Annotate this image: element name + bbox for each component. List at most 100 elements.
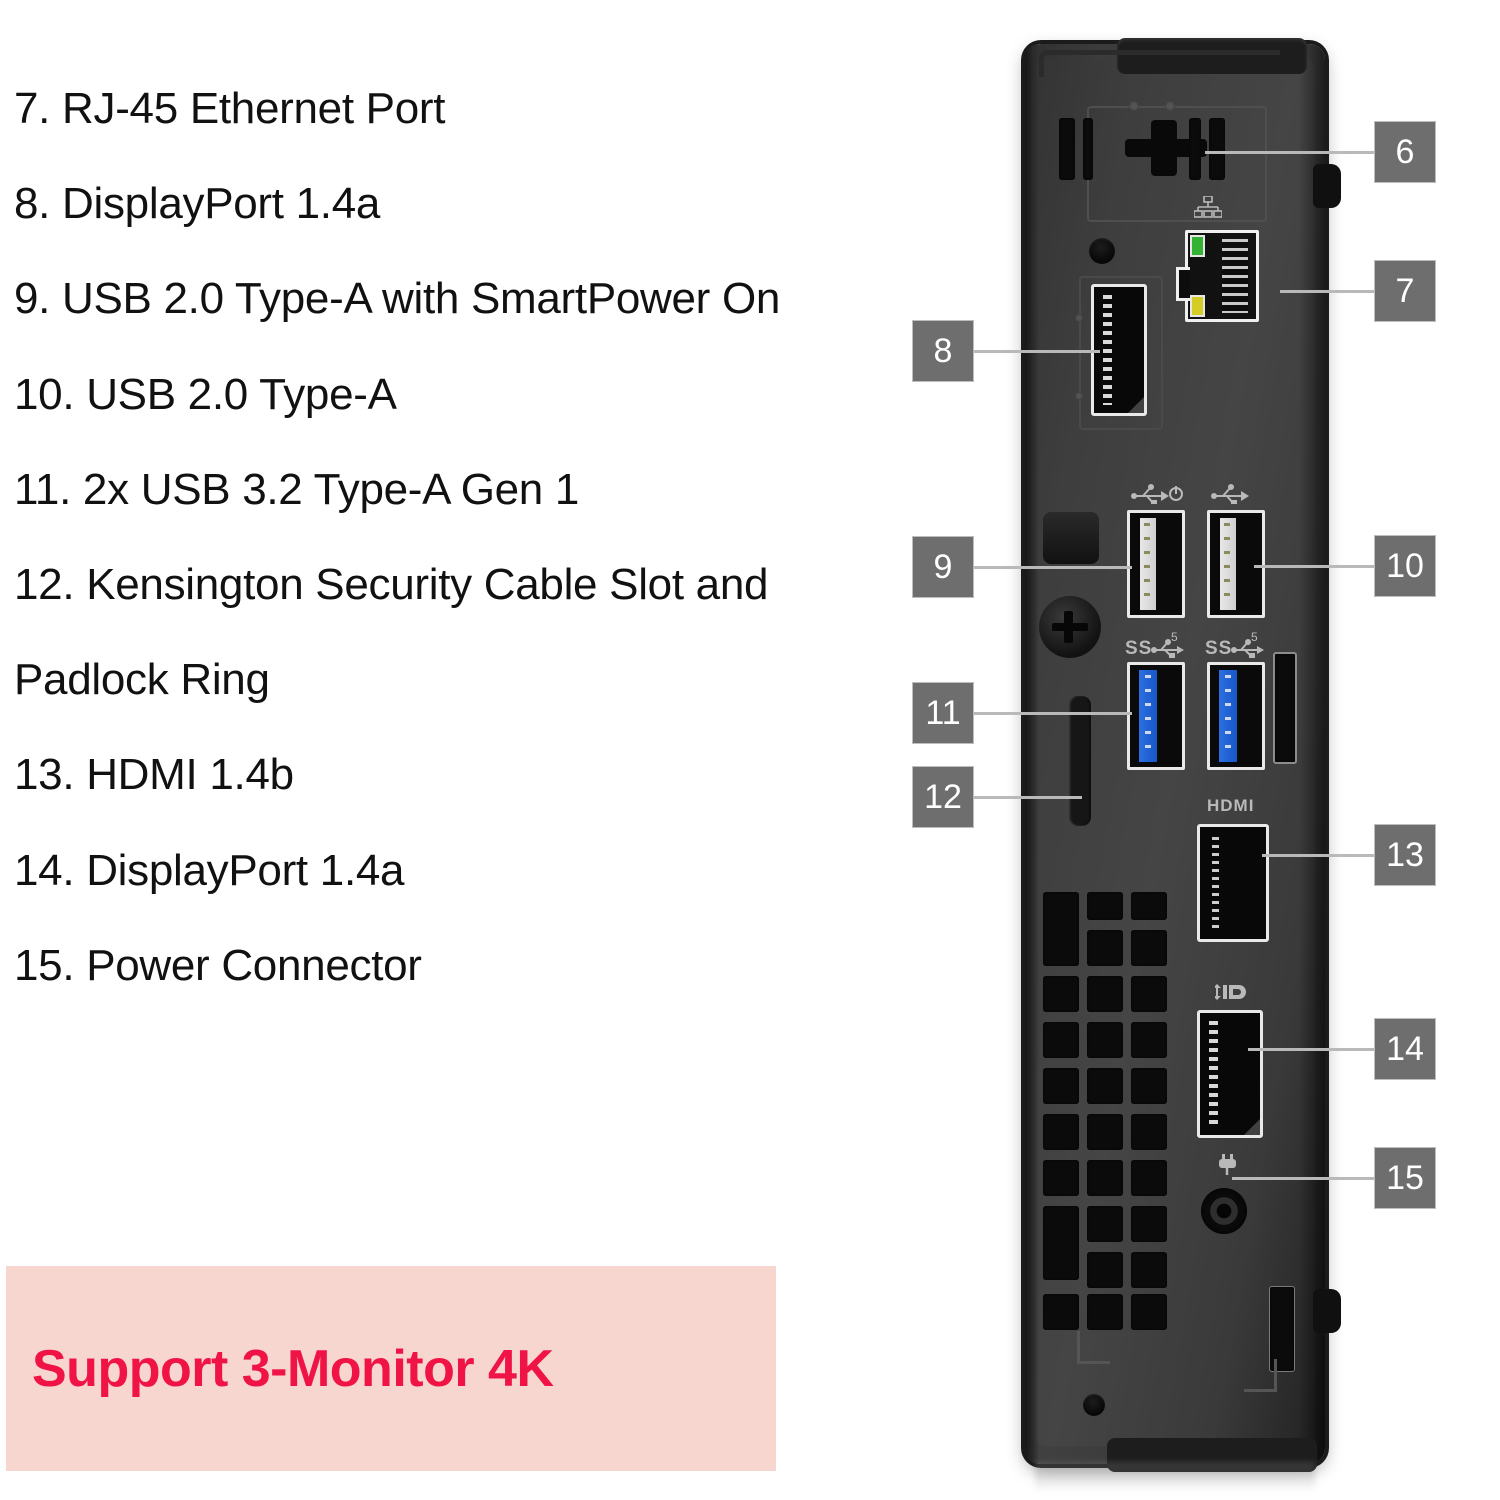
mount-screw-dot bbox=[1129, 101, 1139, 111]
vent-hole bbox=[1043, 1022, 1079, 1058]
vent-hole bbox=[1087, 1160, 1123, 1196]
rj45-latch-tab bbox=[1176, 267, 1190, 301]
hdmi-label-icon: HDMI bbox=[1207, 796, 1255, 815]
thumbscrew-cap bbox=[1043, 512, 1099, 564]
rj45-contact-pins bbox=[1222, 239, 1248, 313]
displayport-bottom-notch bbox=[1244, 1119, 1260, 1135]
usb3-port-right bbox=[1207, 662, 1265, 770]
list-item: 15. Power Connector bbox=[14, 940, 422, 990]
callout-9[interactable]: 9 bbox=[912, 536, 974, 598]
thumbscrew-head bbox=[1039, 596, 1101, 658]
top-vent-bar bbox=[1083, 118, 1093, 180]
usb3-port-left bbox=[1127, 662, 1185, 770]
svg-text:5: 5 bbox=[1251, 632, 1259, 644]
device-reflection bbox=[1035, 1462, 1315, 1492]
top-vent-bar bbox=[1209, 118, 1225, 180]
hdmi-pins bbox=[1212, 837, 1219, 929]
antenna-nub-top bbox=[1313, 164, 1341, 208]
svg-text:SS: SS bbox=[1205, 638, 1232, 658]
list-item: 14. DisplayPort 1.4a bbox=[14, 845, 405, 895]
callout-6[interactable]: 6 bbox=[1374, 121, 1436, 183]
vent-hole bbox=[1131, 1252, 1167, 1288]
vent-hole bbox=[1087, 930, 1123, 966]
vesa-cross-slot bbox=[1125, 120, 1207, 176]
displayport-label-icon bbox=[1213, 982, 1249, 1006]
ethernet-icon bbox=[1193, 195, 1223, 218]
usb-superspeed-5gbps-icon: SS 5 bbox=[1125, 630, 1187, 662]
list-item: 12. Kensington Security Cable Slot and bbox=[14, 559, 769, 609]
alignment-mark-right bbox=[1244, 1359, 1277, 1392]
kensington-slot bbox=[1069, 696, 1091, 826]
leader-line-6 bbox=[1205, 151, 1375, 154]
svg-text:SS: SS bbox=[1125, 638, 1152, 658]
recess-dot bbox=[1075, 314, 1083, 322]
callout-14[interactable]: 14 bbox=[1374, 1018, 1436, 1080]
list-item: 8. DisplayPort 1.4a bbox=[14, 179, 381, 229]
usb-superspeed-5gbps-icon: SS 5 bbox=[1205, 630, 1267, 662]
hdmi-port bbox=[1197, 824, 1269, 942]
vent-hole bbox=[1131, 930, 1167, 966]
usb2-pins bbox=[1224, 523, 1230, 605]
vent-hole bbox=[1043, 1068, 1079, 1104]
mini-pc-rear-illustration: SS 5 SS bbox=[1025, 38, 1341, 1472]
ethernet-link-led-green bbox=[1190, 235, 1205, 257]
displayport-top-notch bbox=[1128, 397, 1144, 413]
bottom-lip-bar bbox=[1107, 1438, 1317, 1472]
ethernet-activity-led-yellow bbox=[1190, 295, 1205, 317]
top-latch-groove bbox=[1039, 50, 1280, 77]
displayport-bottom-pins bbox=[1209, 1021, 1218, 1127]
leader-line-8 bbox=[972, 350, 1100, 353]
port-legend-list: 7. RJ-45 Ethernet Port 8. DisplayPort 1.… bbox=[14, 84, 914, 1038]
vent-hole bbox=[1087, 1252, 1123, 1288]
promo-banner: Support 3-Monitor 4K bbox=[6, 1266, 776, 1471]
usb2-smartpower-port bbox=[1127, 510, 1185, 618]
hdmi-opening bbox=[1200, 827, 1266, 939]
vent-hole bbox=[1043, 976, 1079, 1012]
usb2-port bbox=[1207, 510, 1265, 618]
callout-13[interactable]: 13 bbox=[1374, 824, 1436, 886]
callout-15[interactable]: 15 bbox=[1374, 1147, 1436, 1209]
vent-hole bbox=[1043, 892, 1079, 966]
chassis-screw-hole-bottom bbox=[1083, 1394, 1105, 1416]
displayport-bottom bbox=[1197, 1010, 1263, 1138]
vent-hole bbox=[1131, 1114, 1167, 1150]
svg-text:5: 5 bbox=[1171, 632, 1179, 644]
vent-hole bbox=[1087, 1206, 1123, 1242]
leader-line-9 bbox=[972, 566, 1132, 569]
callout-7[interactable]: 7 bbox=[1374, 260, 1436, 322]
usb-icon bbox=[1211, 484, 1257, 508]
callout-10[interactable]: 10 bbox=[1374, 535, 1436, 597]
vent-hole bbox=[1131, 1294, 1167, 1330]
usb-smartpower-icon bbox=[1131, 484, 1183, 508]
vent-hole bbox=[1087, 1294, 1123, 1330]
side-vent-slot bbox=[1273, 652, 1297, 764]
vent-hole bbox=[1131, 1022, 1167, 1058]
list-item: 7. RJ-45 Ethernet Port bbox=[14, 84, 446, 133]
vent-hole bbox=[1131, 1160, 1167, 1196]
chassis-body: SS 5 SS bbox=[1025, 38, 1325, 1472]
vent-hole bbox=[1131, 976, 1167, 1012]
promo-banner-text: Support 3-Monitor 4K bbox=[32, 1339, 554, 1398]
mount-screw-dot bbox=[1165, 101, 1175, 111]
antenna-nub-bottom bbox=[1313, 1289, 1341, 1333]
vesa-mount-recess bbox=[1087, 106, 1267, 222]
vent-hole bbox=[1087, 892, 1123, 920]
callout-8[interactable]: 8 bbox=[912, 320, 974, 382]
lower-side-vent bbox=[1269, 1286, 1295, 1372]
vent-hole bbox=[1043, 1294, 1079, 1330]
usb3-right-pins bbox=[1225, 675, 1231, 757]
callout-12[interactable]: 12 bbox=[912, 766, 974, 828]
vent-hole bbox=[1087, 1022, 1123, 1058]
leader-line-15 bbox=[1232, 1177, 1376, 1180]
vent-hole bbox=[1087, 1114, 1123, 1150]
callout-11[interactable]: 11 bbox=[912, 682, 974, 744]
vent-hole bbox=[1131, 892, 1167, 920]
leader-line-11 bbox=[972, 712, 1132, 715]
chassis-screw-hole-top bbox=[1089, 238, 1115, 264]
vent-hole bbox=[1131, 1206, 1167, 1242]
vent-hole bbox=[1043, 1206, 1079, 1280]
power-connector bbox=[1201, 1188, 1247, 1234]
recess-dot bbox=[1075, 392, 1083, 400]
leader-line-14 bbox=[1248, 1048, 1376, 1051]
top-vent-bar bbox=[1189, 118, 1201, 180]
